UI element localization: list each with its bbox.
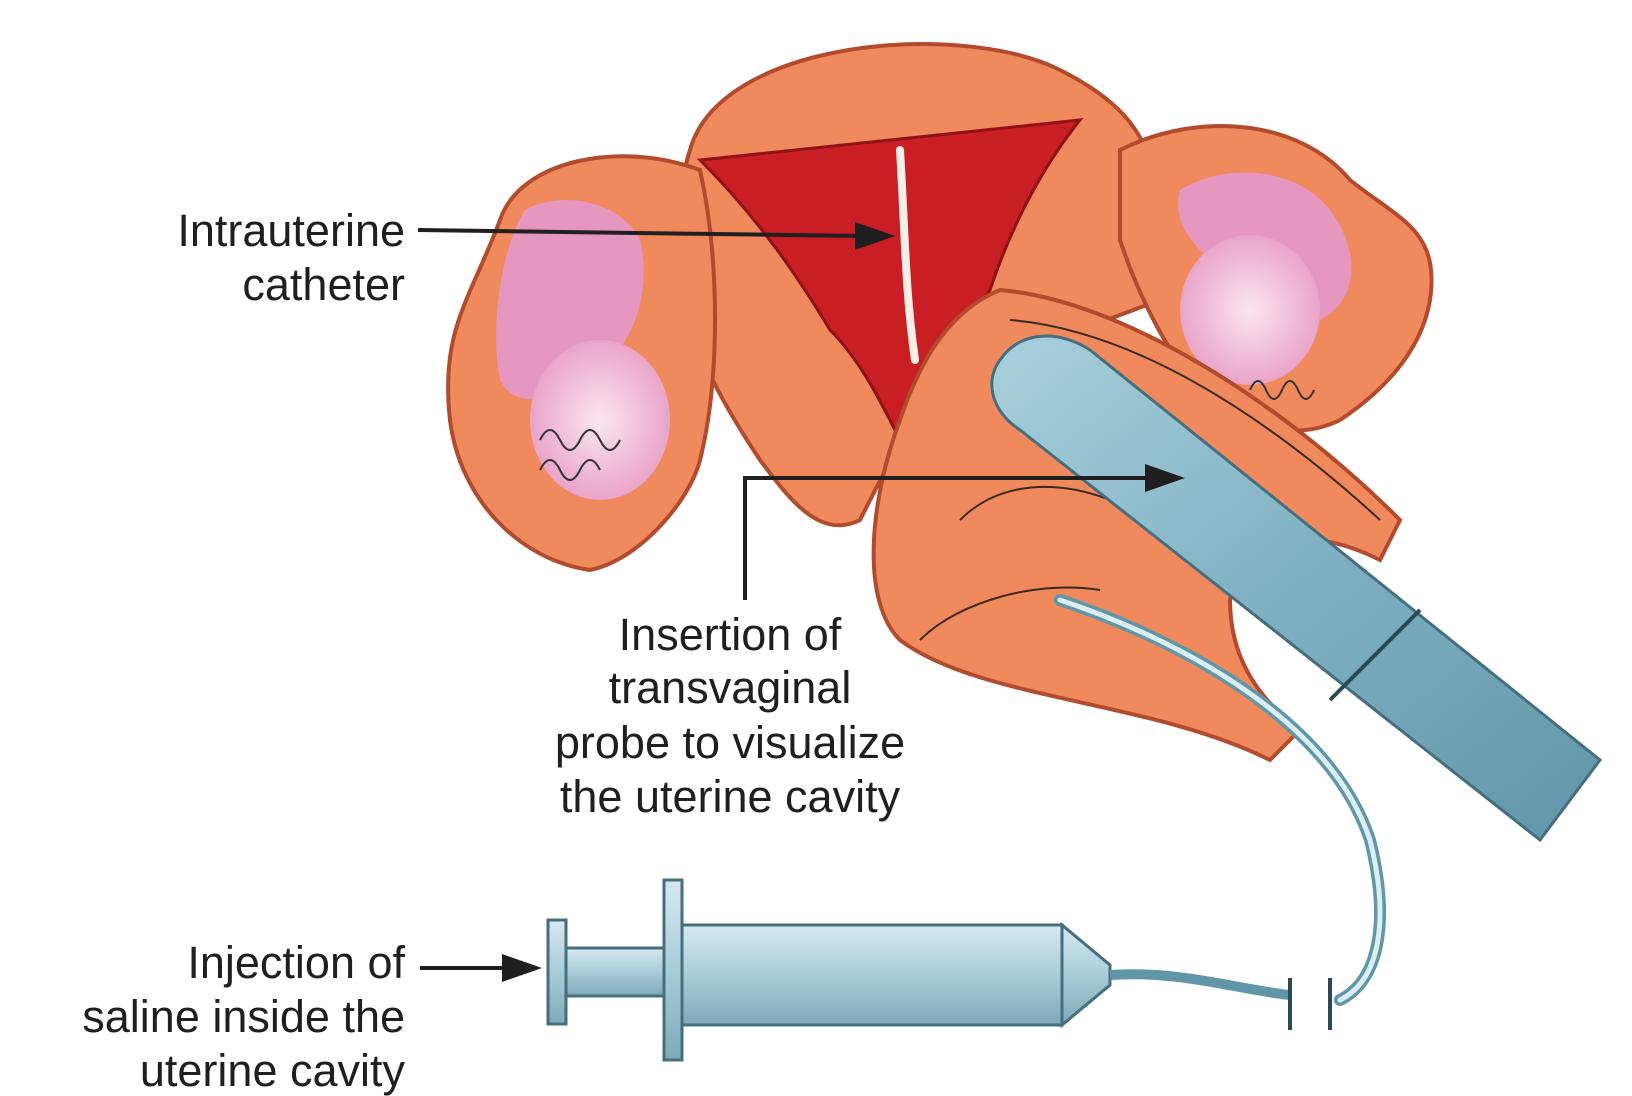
injection-arrow (420, 954, 542, 982)
injection-label-line-2: saline inside the (82, 991, 405, 1042)
probe-label-line-2: transvaginal (609, 662, 852, 713)
probe-label-line-1: Insertion of (619, 609, 842, 660)
catheter-label-line-1: Intrauterine (177, 205, 405, 256)
injection-label-line-3: uterine cavity (140, 1045, 406, 1096)
injection-label-line-1: Injection of (187, 937, 405, 988)
catheter-label-line-2: catheter (242, 259, 405, 310)
catheter-label: Intrauterine catheter (177, 205, 405, 310)
syringe (548, 880, 1330, 1060)
probe-label-line-3: probe to visualize (555, 717, 905, 768)
probe-label-line-4: the uterine cavity (560, 771, 901, 822)
left-fallopian-tube-ovary (448, 156, 715, 570)
injection-label: Injection of saline inside the uterine c… (82, 937, 405, 1096)
probe-label: Insertion of transvaginal probe to visua… (555, 609, 905, 822)
